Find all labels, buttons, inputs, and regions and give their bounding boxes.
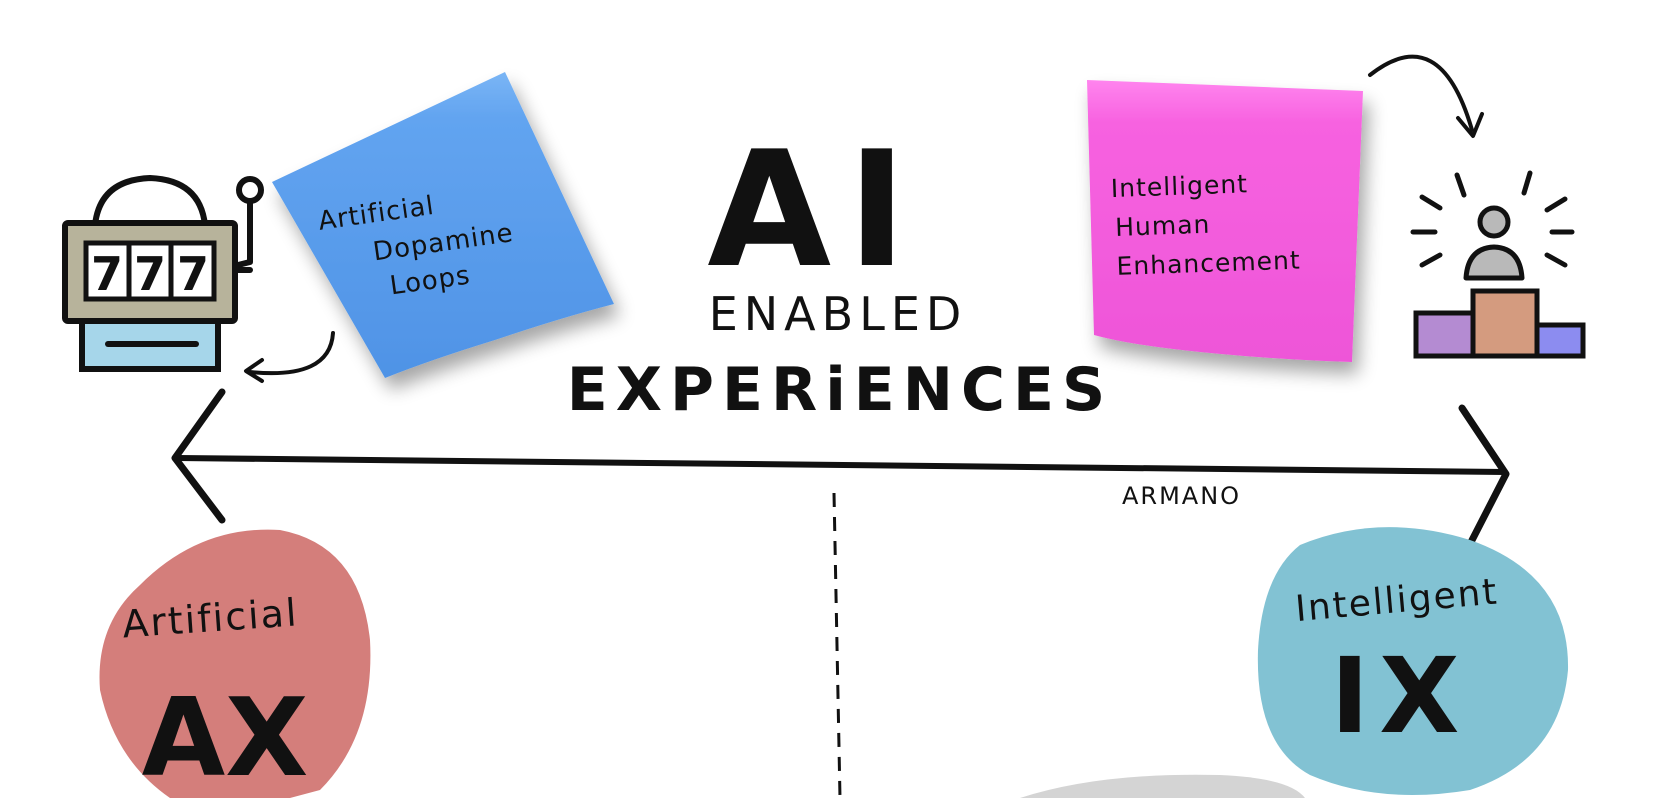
- intelligent-circle: [1257, 527, 1569, 795]
- author-credit: ARMANO: [1122, 482, 1241, 510]
- sticky-note-pink: [1087, 80, 1363, 362]
- arrow-to-podium: [1368, 54, 1474, 132]
- artificial-abbr: AX: [142, 676, 309, 798]
- pink-note-line-1: Intelligent: [1110, 169, 1248, 203]
- slot-machine-icon: 7 7 7: [62, 175, 264, 372]
- sticky-note-blue: [272, 72, 614, 378]
- artificial-circle: [99, 529, 371, 798]
- pink-note-line-3: Enhancement: [1116, 246, 1301, 281]
- grey-shape-partial: [1020, 774, 1305, 798]
- reel-1: 7: [91, 247, 123, 301]
- intelligent-abbr: IX: [1331, 635, 1470, 757]
- arrow-note-to-slot: [248, 331, 335, 376]
- spectrum-axis: [171, 388, 1510, 552]
- center-divider: [832, 492, 842, 798]
- title-line-2: ENABLED: [709, 287, 968, 341]
- pink-note-line-2: Human: [1115, 210, 1211, 242]
- podium-winner-icon: [1410, 170, 1586, 359]
- title-line-3: EXPERiENCES: [567, 355, 1113, 425]
- title-main: AI: [707, 116, 922, 303]
- reel-3: 7: [177, 247, 209, 301]
- reel-2: 7: [134, 247, 166, 301]
